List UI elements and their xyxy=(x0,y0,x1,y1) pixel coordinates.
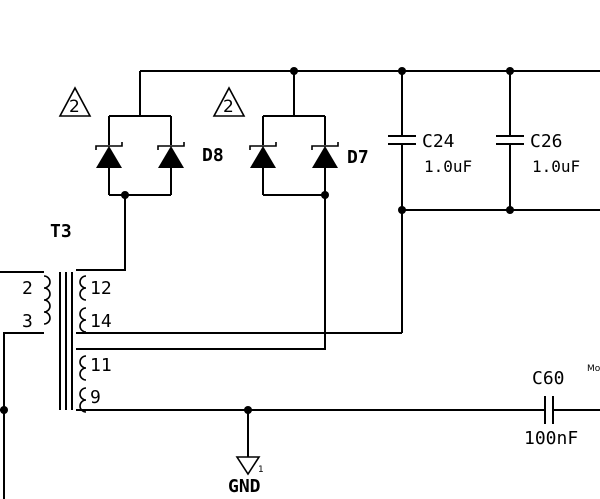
diode-d8 xyxy=(76,115,185,271)
t3-pin-12: 12 xyxy=(90,278,112,299)
d8-label: D8 xyxy=(202,145,224,166)
t3-pin-11: 11 xyxy=(90,355,112,376)
c26-value: 1.0uF xyxy=(532,157,580,176)
c60-value: 100nF xyxy=(524,428,578,449)
t3-pin-14: 14 xyxy=(90,311,112,332)
top-bus-wire xyxy=(139,67,600,116)
note-marker-d8: 2 xyxy=(58,86,92,117)
t3-pin-3: 3 xyxy=(22,311,33,332)
svg-text:2: 2 xyxy=(69,97,80,117)
t3-pin-2: 2 xyxy=(22,278,33,299)
t3-pin-9: 9 xyxy=(90,387,101,408)
t3-label: T3 xyxy=(50,221,72,242)
c60-ref: C60 xyxy=(532,368,565,389)
capacitor-c60 xyxy=(544,396,600,424)
diode-d7 xyxy=(76,115,339,350)
ground-symbol xyxy=(235,456,261,476)
c24-ref: C24 xyxy=(422,131,455,152)
capacitor-c26 xyxy=(496,71,524,214)
capacitor-c24 xyxy=(388,71,416,333)
svg-text:2: 2 xyxy=(223,97,234,117)
ground-bus-wire xyxy=(0,406,545,457)
ground-label: GND xyxy=(228,476,261,497)
clipped-label: Mo xyxy=(587,364,600,374)
ground-pin-number: 1 xyxy=(258,465,264,475)
transformer-t3 xyxy=(0,271,87,499)
note-marker-d7: 2 xyxy=(212,86,246,117)
d7-label: D7 xyxy=(347,147,369,168)
c26-ref: C26 xyxy=(530,131,563,152)
c24-value: 1.0uF xyxy=(424,157,472,176)
